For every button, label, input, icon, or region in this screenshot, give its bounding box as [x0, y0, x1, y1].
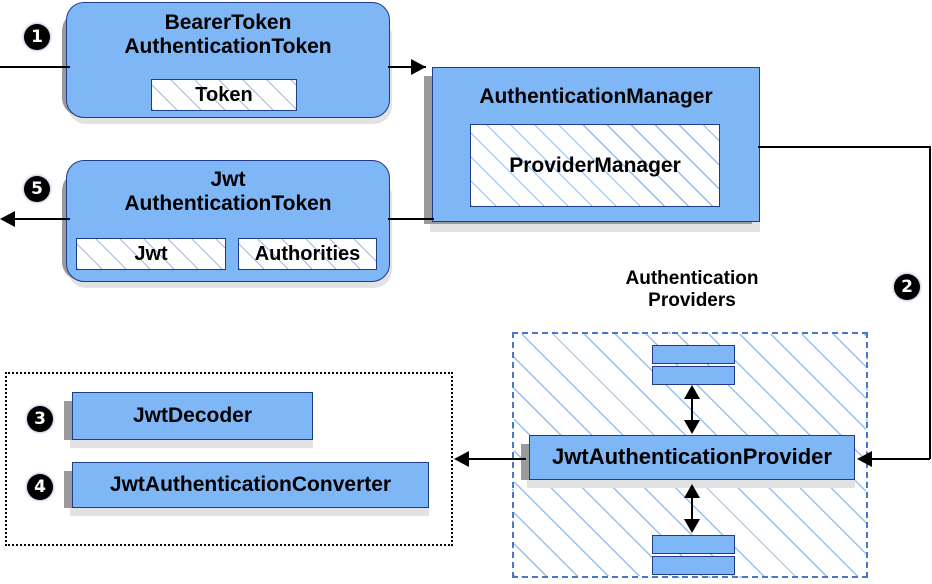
jwt-token-title-line2: AuthenticationToken [124, 191, 332, 215]
step-badge-2: 2 [894, 274, 920, 300]
manager-to-jwt-token-line [388, 218, 434, 220]
jwt-token-slot-authorities: Authorities [238, 238, 377, 270]
jwt-decoder[interactable]: JwtDecoder [72, 392, 313, 440]
provider-link-arrow-down-top [684, 420, 700, 434]
response-out-arrow [0, 211, 15, 227]
jwt-authentication-converter[interactable]: JwtAuthenticationConverter [72, 462, 429, 508]
provider-link-line-top [691, 389, 693, 431]
response-out-line [14, 218, 70, 220]
provider-stack-bar-bottom-1 [652, 535, 735, 554]
provider-to-support-arrow [454, 451, 469, 467]
bearer-token-slot-token: Token [151, 79, 297, 111]
jwt-token-title-line1: Jwt [210, 168, 246, 191]
provider-link-arrow-down-bottom [684, 519, 700, 533]
provider-link-line-bottom [691, 488, 693, 530]
manager-to-provider-line-v [929, 146, 931, 459]
jwt-support-beans-region [5, 372, 453, 546]
authentication-manager-slot-provider-manager: ProviderManager [470, 124, 720, 207]
bearer-token-title-line1: BearerToken [164, 11, 292, 34]
provider-stack-bar-top-1 [652, 345, 735, 364]
bearer-to-manager-line [388, 66, 426, 68]
jwt-authentication-provider[interactable]: JwtAuthenticationProvider [529, 435, 855, 480]
step-badge-5: 5 [24, 176, 50, 202]
step-badge-3: 3 [27, 406, 53, 432]
authentication-providers-caption: Authentication Providers [592, 268, 792, 312]
provider-link-arrow-up-bottom [684, 484, 700, 498]
step-badge-1: 1 [24, 24, 50, 50]
jwt-token-slot-jwt: Jwt [76, 238, 226, 270]
providers-caption-line2: Providers [648, 289, 736, 311]
provider-stack-bar-top-2 [652, 366, 735, 385]
bearer-to-manager-arrow [411, 59, 426, 75]
provider-link-arrow-up-top [684, 385, 700, 399]
request-in-line [0, 66, 70, 68]
manager-to-provider-line-h-bottom [872, 458, 930, 460]
manager-to-provider-line-h-top [758, 146, 930, 148]
providers-caption-line1: Authentication [625, 268, 759, 289]
bearer-token-title-line2: AuthenticationToken [124, 34, 332, 58]
provider-to-support-line [468, 458, 526, 460]
provider-stack-bar-bottom-2 [652, 556, 735, 575]
manager-to-provider-arrow [857, 451, 872, 467]
step-badge-4: 4 [27, 474, 53, 500]
authentication-manager-title: AuthenticationManager [479, 85, 713, 108]
